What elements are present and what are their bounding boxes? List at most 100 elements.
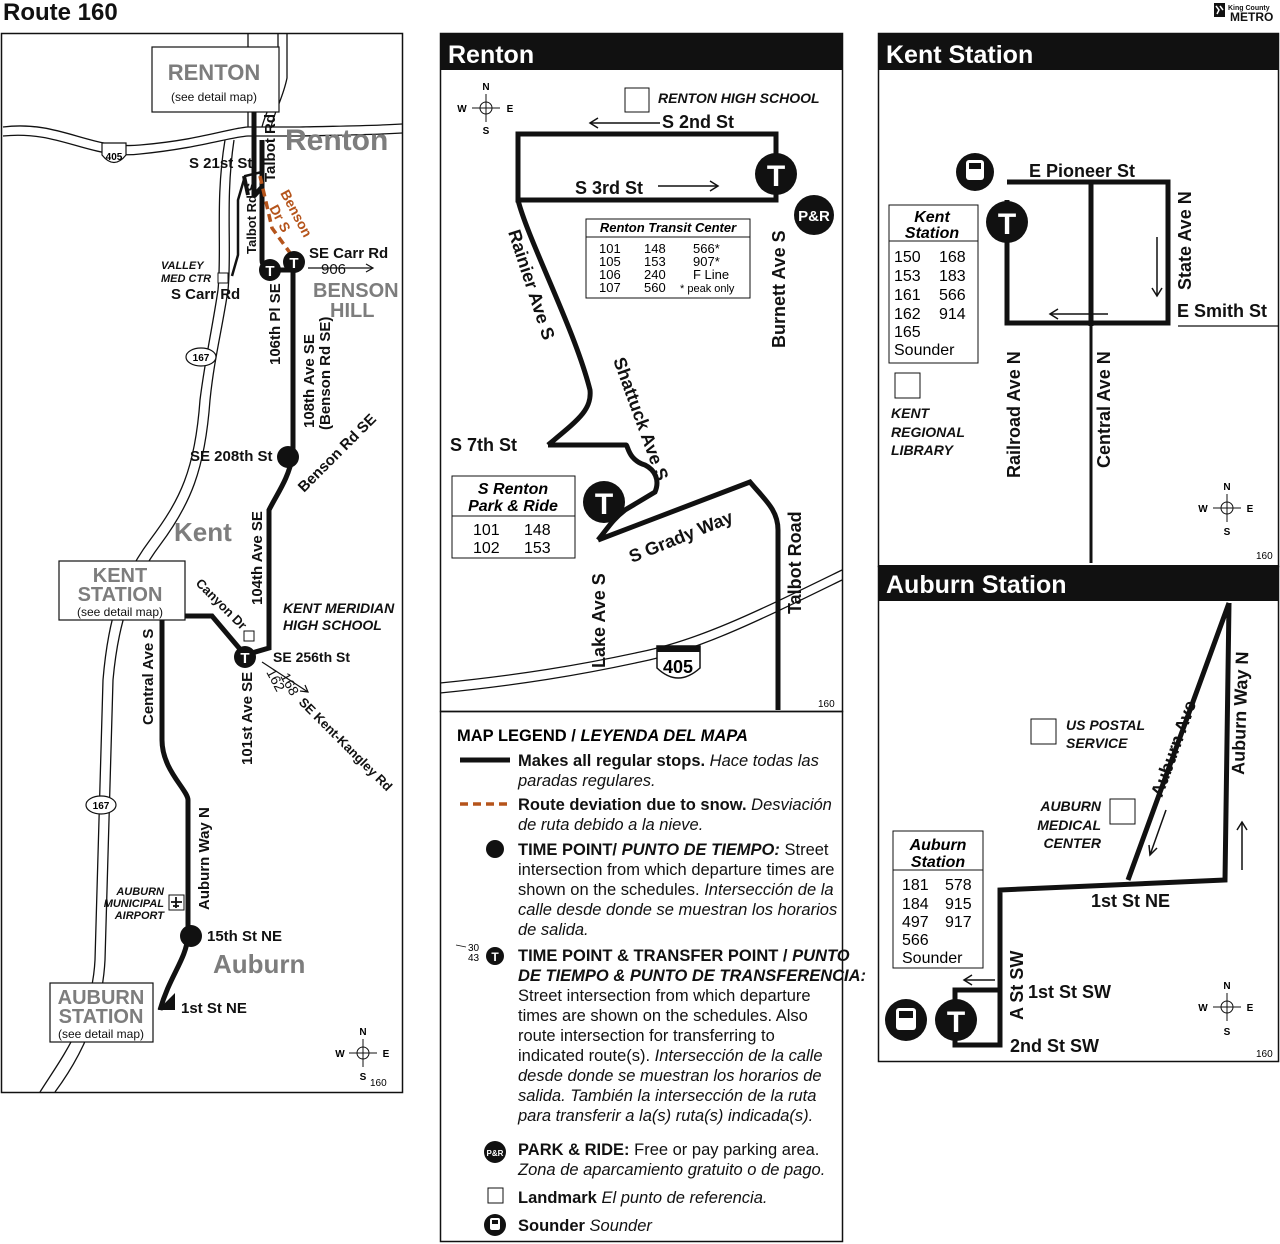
kent-box-title2: STATION <box>78 584 163 606</box>
compass-w: W <box>457 104 467 115</box>
svg-text:T: T <box>240 650 249 667</box>
s-renton-pr-transfer-icon[interactable]: T <box>583 481 625 523</box>
auburn-header: Auburn Station <box>886 571 1067 599</box>
sounder-train-icon[interactable] <box>885 999 927 1041</box>
transfer-point-icon[interactable]: T <box>234 646 256 668</box>
landmark-icon <box>243 630 255 642</box>
kent-station-transfer-icon[interactable]: T <box>986 201 1028 243</box>
auburn-route: 566 <box>902 932 929 949</box>
legend-tt-es: salida. También la intersección de la ru… <box>518 1087 816 1105</box>
label-1st-st-ne: 1st St NE <box>181 1000 247 1017</box>
library-line: LIBRARY <box>891 442 955 458</box>
srpr-route: 102 <box>473 540 500 557</box>
renton-detail-box[interactable]: RENTON (see detail map) <box>151 46 280 113</box>
kent-route: 153 <box>894 268 921 285</box>
time-point-icon[interactable] <box>277 446 299 468</box>
pr-label: P&R <box>798 208 830 225</box>
auburn-route: Sounder <box>902 950 963 967</box>
kent-route: 183 <box>939 268 966 285</box>
compass-icon: N S E W <box>1198 482 1253 538</box>
rtc-route: 105 <box>599 254 621 269</box>
landmark-icon <box>217 272 229 284</box>
auburn-detail-box[interactable]: AUBURN STATION (see detail map) <box>49 982 154 1043</box>
sr167-label-1: 167 <box>193 353 210 364</box>
kent-header: Kent Station <box>886 41 1033 69</box>
rtc-note: * peak only <box>680 283 735 295</box>
sr167-shield-icon-1: 167 <box>185 347 217 367</box>
auburn-station-transfer-icon[interactable]: T <box>935 999 977 1041</box>
legend-pr: PARK & RIDE: Free or pay parking area. <box>518 1141 819 1159</box>
i405-shield-icon: 405 <box>101 142 127 164</box>
transfer-point-icon[interactable]: T <box>259 259 281 281</box>
label-valley2: MED CTR <box>161 273 211 285</box>
legend-tt-bi: DE TIEMPO & PUNTO DE TRANSFERENCIA: <box>518 967 866 985</box>
sounder-train-icon[interactable] <box>956 153 994 191</box>
legend-tp-line: shown on the schedules. Intersección de … <box>518 881 834 899</box>
compass-n: N <box>482 82 489 93</box>
auburn-station-routes-box: Auburn Station 181 184 497 566 Sounder 5… <box>892 830 984 969</box>
auburn-box-title1: Auburn <box>909 837 967 854</box>
renton-transit-center-icon[interactable]: T <box>755 153 797 195</box>
kent-route: 914 <box>939 306 966 323</box>
label-auburn-ave: Auburn Ave <box>1147 698 1200 799</box>
sr167-label-2: 167 <box>93 801 110 812</box>
kent-route-line <box>1004 179 1171 326</box>
kent-box-title2: Station <box>905 225 959 242</box>
legend-deviation-es: de ruta debido a la nieve. <box>518 816 703 834</box>
compass-e: E <box>1247 504 1254 515</box>
auburn-route-line <box>952 602 1232 1048</box>
auburn-box-title2: STATION <box>59 1006 144 1028</box>
label-906: 906 <box>321 261 346 278</box>
park-and-ride-icon[interactable]: P&R <box>794 195 834 235</box>
metro-logo: King County METRO <box>1214 1 1278 24</box>
label-talbot-road: Talbot Road <box>785 511 805 614</box>
compass-s: S <box>483 126 490 137</box>
auburn-route: 578 <box>945 877 972 894</box>
legend-pr-icon: P&R <box>487 1149 504 1158</box>
transfer-point-icon[interactable]: T <box>283 251 305 273</box>
label-benson-rd-paren: (Benson Rd SE) <box>317 317 334 430</box>
compass-w: W <box>335 1049 345 1060</box>
svg-text:T: T <box>947 1006 965 1039</box>
srpr-route: 148 <box>524 522 551 539</box>
rtc-route: 106 <box>599 267 621 282</box>
label-kent-meridian2: HIGH SCHOOL <box>283 617 382 633</box>
landmark-icon <box>487 1187 504 1204</box>
auburn-box-title1: AUBURN <box>58 987 145 1009</box>
rtc-route: 240 <box>644 267 666 282</box>
label-2nd-st-sw: 2nd St SW <box>1010 1036 1099 1056</box>
svg-text:T: T <box>289 255 298 272</box>
landmark-icon <box>894 372 921 399</box>
kent-detail-box[interactable]: KENT STATION (see detail map) <box>58 560 186 621</box>
time-point-icon[interactable] <box>180 925 202 947</box>
legend-tt-es: para transferir a la(s) ruta(s) indicada… <box>517 1107 813 1125</box>
kent-route: 566 <box>939 287 966 304</box>
i405-shield-icon: 405 <box>656 645 701 679</box>
kent-box-sub: (see detail map) <box>77 605 163 619</box>
transfer-point-icon: T <box>486 947 504 965</box>
compass-icon: N S E W <box>1198 981 1253 1038</box>
auburn-route: 917 <box>945 914 972 931</box>
auburn-route: 497 <box>902 914 929 931</box>
logo-line1: King County <box>1228 5 1270 12</box>
label-central-s: Central Ave S <box>140 629 157 725</box>
page-number: 160 <box>370 1078 387 1089</box>
auburn-route: 184 <box>902 896 929 913</box>
compass-s: S <box>360 1072 367 1083</box>
compass-e: E <box>1247 1003 1254 1014</box>
medical-line: MEDICAL <box>1037 817 1101 833</box>
kent-box-title1: Kent <box>914 209 950 226</box>
compass-e: E <box>383 1049 390 1060</box>
label-a-st-sw: A St SW <box>1007 951 1027 1020</box>
renton-transit-center-box: Renton Transit Center 101 105 106 107 14… <box>585 218 751 299</box>
label-1st-st-sw: 1st St SW <box>1028 982 1111 1002</box>
label-s2nd: S 2nd St <box>662 112 734 132</box>
medical-line: CENTER <box>1043 835 1101 851</box>
page-number: 160 <box>1256 551 1273 562</box>
legend-stops-es: paradas regulares. <box>517 772 656 790</box>
i405-label-renton: 405 <box>663 657 693 677</box>
legend-sounder: Sounder Sounder <box>518 1217 653 1235</box>
auburn-box-sub: (see detail map) <box>58 1027 144 1041</box>
